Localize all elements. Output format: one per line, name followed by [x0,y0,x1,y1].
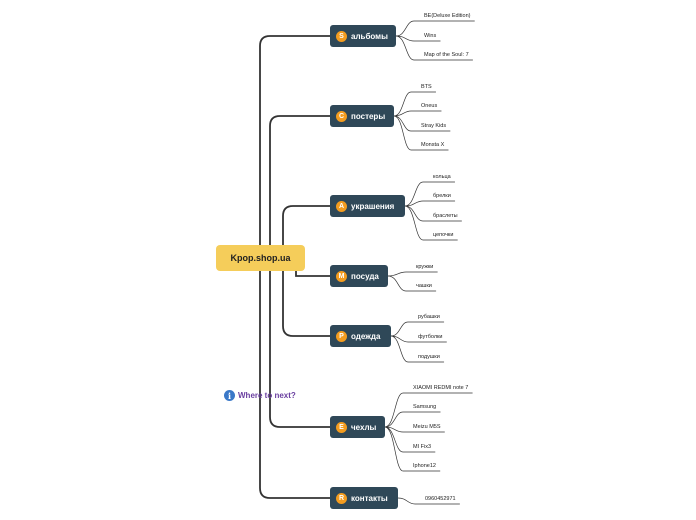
subtopic-albums-1[interactable]: BE(Deluxe Edition) [424,13,471,19]
badge-icon: C [336,110,347,122]
badge-icon: R [336,492,347,504]
topic-cases[interactable]: E чехлы [330,416,385,438]
subtopic-cases-3[interactable]: Meizu M5S [413,424,441,430]
where-to-next-link[interactable]: i Where to next? [224,390,296,401]
topic-posters[interactable]: C постеры [330,105,394,127]
info-icon: i [224,390,235,401]
subtopic-cases-1[interactable]: XIAOMI REDMI note 7 [413,385,469,391]
topic-label: одежда [351,331,381,341]
subtopic-dishes-1[interactable]: кружки [416,264,434,270]
topic-label: чехлы [351,422,377,432]
subtopic-albums-3[interactable]: Map of the Soul: 7 [424,52,469,58]
topic-label: контакты [351,493,388,503]
topic-contacts[interactable]: R контакты [330,487,398,509]
subtopic-cases-5[interactable]: Iphone12 [413,463,436,469]
subtopic-jewelry-3[interactable]: браслеты [433,213,458,219]
where-to-next-label: Where to next? [238,391,296,400]
subtopic-jewelry-4[interactable]: цепочки [433,232,454,238]
subtopic-jewelry-1[interactable]: кольца [433,174,451,180]
subtopic-cases-4[interactable]: MI Fix3 [413,444,432,450]
badge-icon: A [336,200,347,212]
topic-albums[interactable]: S альбомы [330,25,396,47]
root-topic[interactable]: Kpop.shop.ua [216,245,305,271]
subtopic-dishes-2[interactable]: чашки [416,283,432,289]
subtopic-posters-4[interactable]: Monsta X [421,142,445,148]
topic-clothes[interactable]: P одежда [330,325,391,347]
subtopic-posters-3[interactable]: Stray Kids [421,123,447,129]
subtopic-jewelry-2[interactable]: брелки [433,193,451,199]
subtopic-albums-2[interactable]: Wins [424,33,437,39]
badge-icon: M [336,270,347,282]
badge-icon: S [336,30,347,42]
subtopic-posters-1[interactable]: BTS [421,84,432,90]
topic-label: альбомы [351,31,388,41]
topic-jewelry[interactable]: A украшения [330,195,405,217]
root-label: Kpop.shop.ua [230,253,291,263]
topic-label: украшения [351,201,395,211]
subtopic-contacts-1[interactable]: 0960452971 [425,496,456,502]
badge-icon: E [336,421,347,433]
topic-dishes[interactable]: M посуда [330,265,388,287]
subtopic-posters-2[interactable]: Oneus [421,103,438,109]
subtopic-clothes-2[interactable]: футболки [418,334,443,340]
subtopic-clothes-3[interactable]: подушки [418,354,440,360]
topic-label: постеры [351,111,386,121]
subtopic-cases-2[interactable]: Samsung [413,404,437,410]
subtopic-clothes-1[interactable]: рубашки [418,314,440,320]
topic-label: посуда [351,271,379,281]
badge-icon: P [336,330,347,342]
